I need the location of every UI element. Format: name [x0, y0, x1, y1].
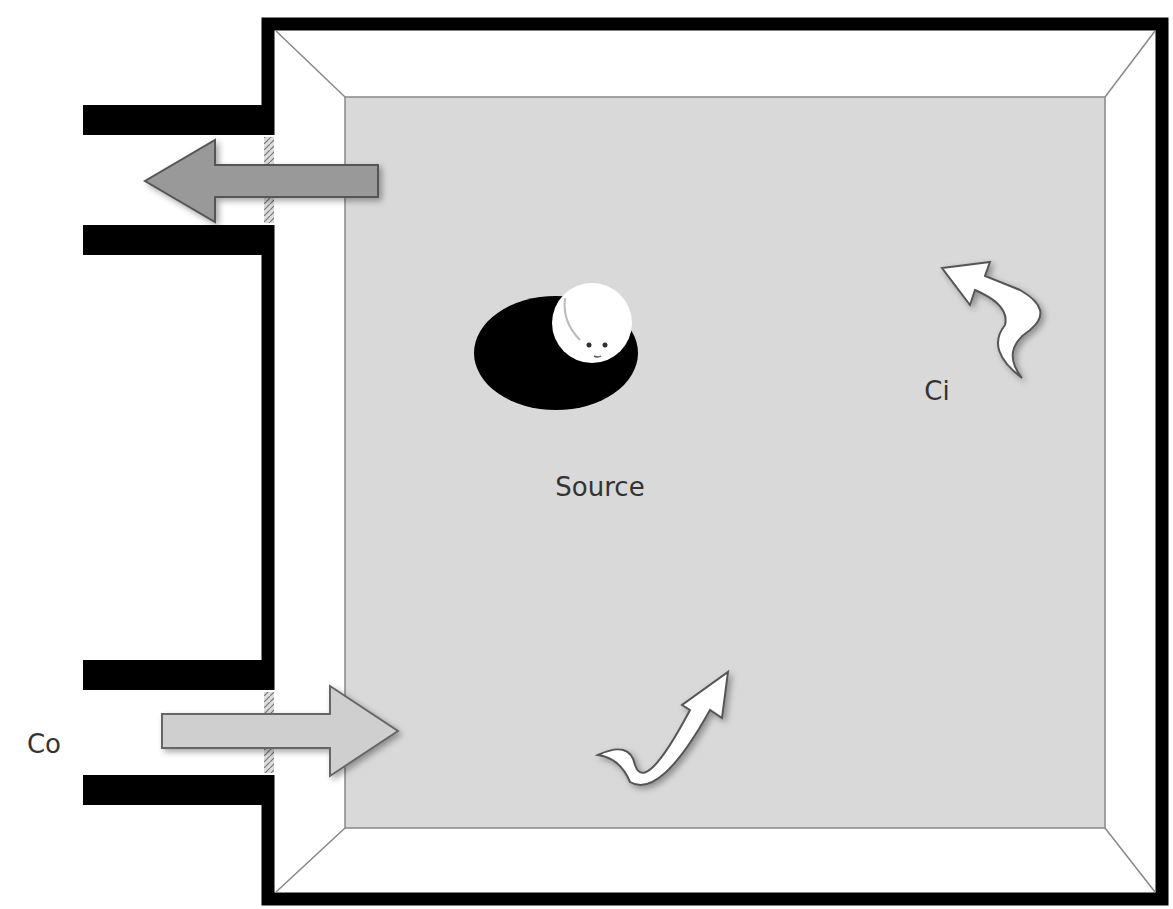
mixing-arrow	[942, 262, 1040, 378]
inflow-arrow	[162, 686, 398, 776]
concentration-outside: Co	[27, 731, 61, 757]
room-wall	[268, 24, 1162, 899]
mixing-arrow	[598, 672, 728, 785]
outflow-arrow	[145, 140, 378, 222]
room-interior	[345, 97, 1105, 828]
person-source	[474, 283, 638, 410]
bevel-lines	[276, 31, 1155, 892]
concentration-inside: Ci	[924, 378, 949, 404]
source-label: Source	[555, 474, 644, 500]
